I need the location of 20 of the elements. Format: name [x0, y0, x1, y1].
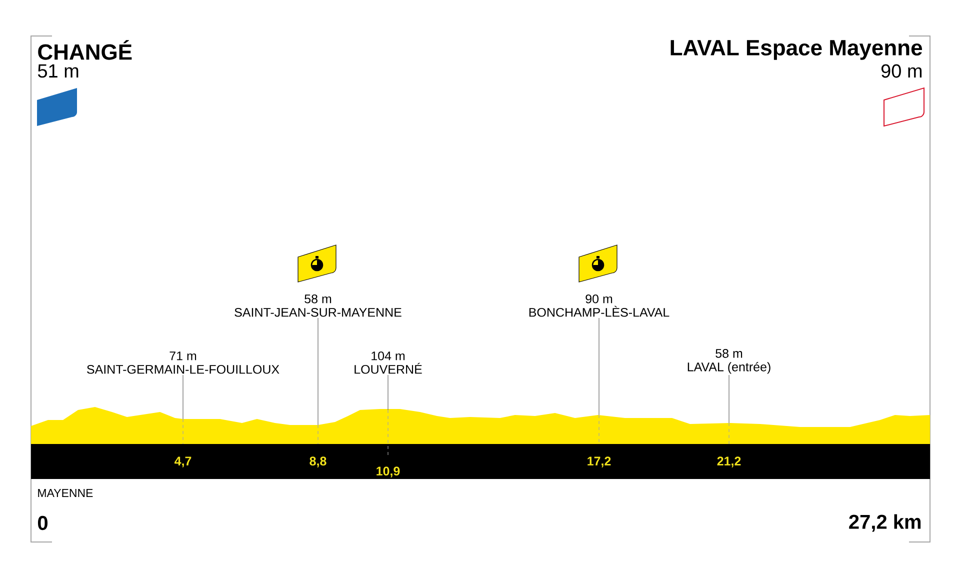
- distance-label: 17,2: [588, 456, 611, 468]
- distance-label: 21,2: [717, 456, 741, 468]
- waypoint-label: 58 m LAVAL (entrée): [688, 349, 770, 374]
- distance-label: 0: [38, 516, 48, 530]
- distance-label: 27,2 km: [849, 514, 921, 532]
- region-label: MAYENNE: [38, 489, 93, 497]
- distance-label: 8,8: [310, 456, 326, 468]
- altitude-label: 90 m: [881, 64, 922, 78]
- waypoint-label: 104 m LOUVERNÉ: [354, 351, 422, 374]
- waypoint-label: 90 m BONCHAMP-LÈS-LAVAL: [529, 294, 670, 317]
- leader-line: [182, 374, 184, 420]
- leader-line: [728, 374, 730, 424]
- place-name: LAVAL Espace Mayenne: [670, 40, 922, 60]
- distance-label: 10,9: [376, 466, 400, 478]
- altitude-label: 51 m: [38, 64, 78, 78]
- distance-label: 4,7: [174, 456, 192, 468]
- place-name: CHANGÉ: [38, 40, 132, 60]
- waypoint-label: 58 m SAINT-JEAN-SUR-MAYENNE: [234, 294, 402, 317]
- waypoint-label: 71 m SAINT-GERMAIN-LE-FOUILLOUX: [87, 352, 280, 374]
- leader-line: [598, 318, 600, 416]
